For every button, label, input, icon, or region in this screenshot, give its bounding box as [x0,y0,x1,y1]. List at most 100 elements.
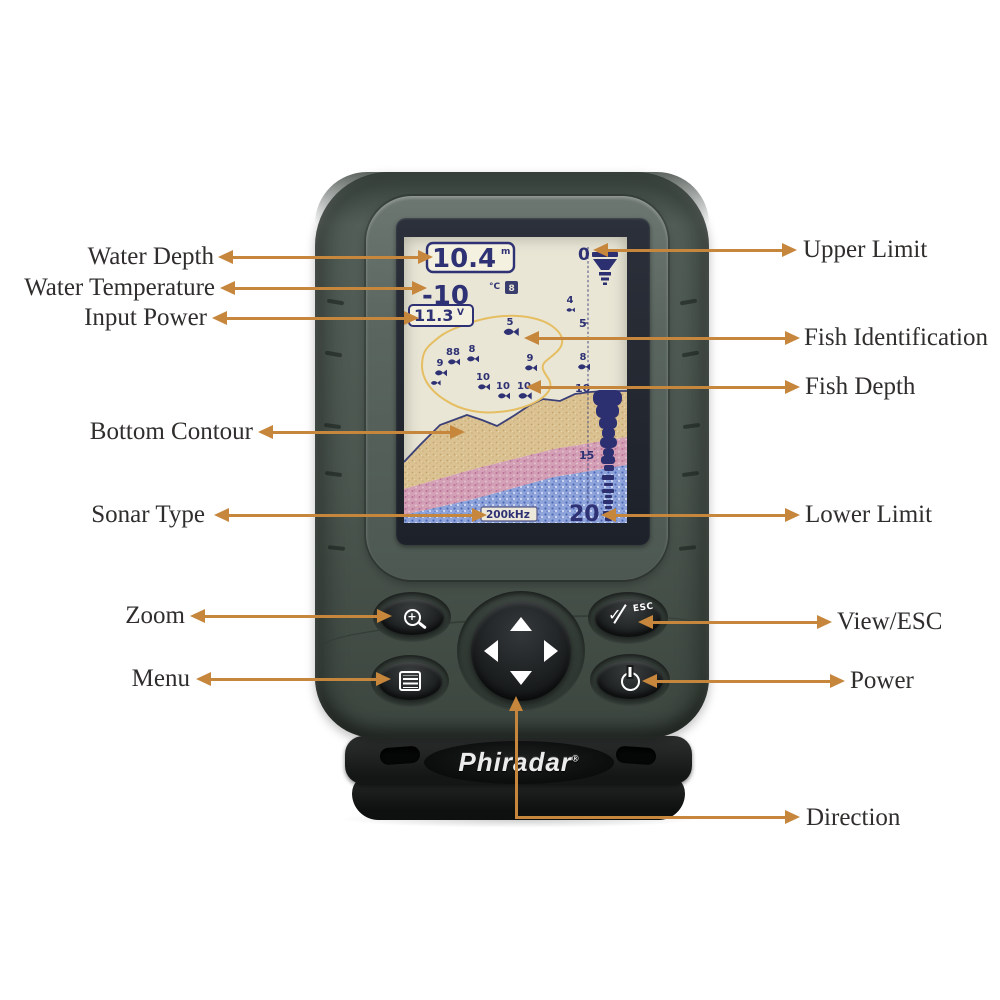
side-ridge-mark [324,470,343,478]
fish-icon [467,355,479,363]
fish-depth-number: 4 [567,295,574,306]
zoom-button[interactable] [380,599,444,635]
scale-tick: 10 [575,382,591,395]
callout-label: Zoom [125,602,185,629]
fish-icon [435,369,447,377]
power-button[interactable] [597,661,663,699]
frequency-value: 200kHz [486,509,530,521]
arrowhead-icon [785,380,800,394]
arrowhead-icon [196,672,211,686]
arrowhead-icon [212,311,227,325]
power-icon [620,672,640,691]
arrowhead-icon [214,508,229,522]
fish-depth-number: 10 [517,381,531,392]
brand-mark: ® [571,753,580,764]
brand-badge: Phiradar® [424,741,614,784]
arrowhead-icon [218,250,233,264]
list-icon [399,671,421,691]
left-arrow-icon[interactable] [484,640,498,662]
arrowhead-icon [785,810,800,824]
side-ridge-mark [678,545,697,551]
check-slash-icon: ✓ ESC [608,601,655,624]
arrowhead-icon [220,281,235,295]
direction-pad[interactable] [471,601,571,701]
arrowhead-icon [190,609,205,623]
fish-depth-number: 88 [446,347,460,358]
magnifier-plus-icon [403,608,421,626]
echo-return-column [593,390,622,521]
arrowhead-icon [785,331,800,345]
callout-label: View/ESC [837,608,943,635]
fish-icon [518,392,532,400]
arrowhead-icon [258,425,273,439]
view-esc-button[interactable]: ✓ ESC [595,599,661,637]
arrowhead-icon [785,508,800,522]
fishfinder-head-unit: 0 5 10 15 20 [315,172,709,738]
callout-label: Bottom Contour [89,418,253,445]
callout-label: Water Depth [87,243,214,270]
fish-group-outline [420,314,564,414]
water-depth-readout: 10.4 m [425,241,516,274]
depth-value: 10.4 [432,244,496,274]
depth-unit: m [501,247,510,257]
scale-tick: 15 [579,449,594,462]
depth-scale: 0 5 10 15 20 [569,245,600,523]
callout-label: Input Power [84,304,207,331]
mount-slot [379,745,421,766]
arrowhead-icon [782,243,797,257]
up-arrow-icon[interactable] [510,617,532,631]
menu-button-well [371,655,449,707]
dpad-well [457,591,585,711]
sonar-plot: 0 5 10 15 20 [404,241,627,523]
fish-depth-number: 5 [507,317,514,328]
input-power-readout: 11.3 V [408,304,474,327]
temperature-badge: 8 [509,284,515,294]
fish-icon [503,327,519,336]
arrowhead-icon [830,674,845,688]
fish-depth-number: 9 [437,358,444,369]
menu-button[interactable] [378,662,442,700]
fish-depth-number: 10 [496,381,510,392]
arrowhead-icon [817,615,832,629]
side-ridge-mark [326,298,345,306]
fish-depth-number: 9 [527,353,534,364]
voltage-unit: V [457,308,464,318]
esc-button-text: ESC [632,601,655,615]
lower-limit-value: 20 [569,502,600,523]
callout-label: Fish Identification [804,324,988,351]
brand-logo: Phiradar® [458,747,580,777]
side-ridge-mark [324,350,343,358]
transducer-icon [592,252,618,285]
fish-icon [498,392,510,400]
view-esc-button-well: ✓ ESC [588,592,668,644]
side-ridge-mark [327,545,346,551]
fish-icon [566,307,575,313]
fish-icon [431,380,441,386]
side-ridge-mark [681,350,700,358]
side-ridge-mark [323,422,342,430]
power-button-well [590,654,670,706]
sonar-frequency-readout: 200kHz [480,506,538,522]
screen-bezel: 0 5 10 15 20 [366,196,668,580]
bottom-contour-graphic [404,390,627,523]
fish-icon [448,358,460,366]
fish-icon [478,383,490,391]
voltage-value: 11.3 [414,306,453,325]
upper-limit-value: 0 [578,245,590,265]
callout-label: Menu [131,665,190,692]
scale-tick: 5 [579,317,587,330]
side-ridge-mark [679,298,698,306]
screen-frame: 0 5 10 15 20 [396,218,650,545]
callout-label: Direction [806,804,901,831]
callout-label: Lower Limit [805,501,933,528]
side-ridge-mark [681,470,700,478]
right-arrow-icon[interactable] [544,640,558,662]
side-ridge-mark [682,422,701,430]
callout-label: Fish Depth [805,373,916,400]
down-arrow-icon[interactable] [510,671,532,685]
sonar-screen: 0 5 10 15 20 [404,237,627,523]
callout-label: Sonar Type [91,501,205,528]
callout-label: Water Temperature [24,274,215,301]
